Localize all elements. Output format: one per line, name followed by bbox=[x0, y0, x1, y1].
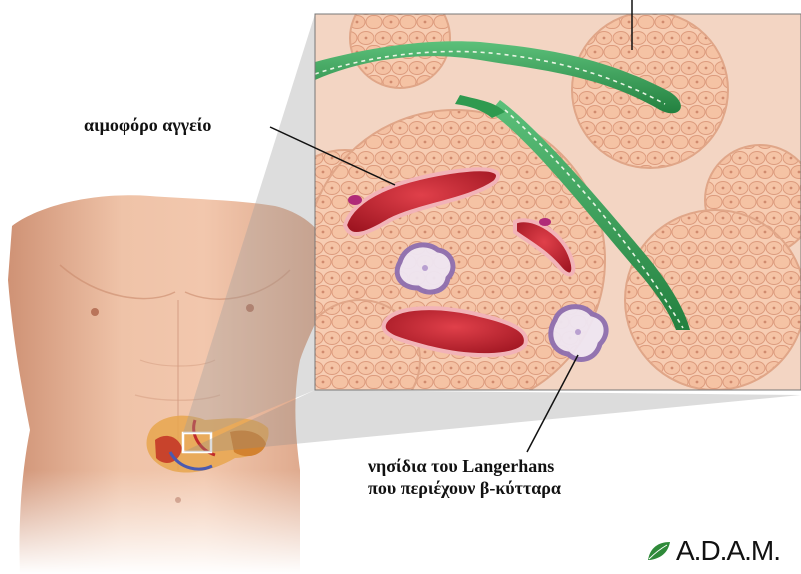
tissue-detail-panel bbox=[275, 0, 801, 420]
adam-logo: A.D.A.M. bbox=[646, 535, 780, 567]
blood-vessel-label: αιμοφόρο αγγείο bbox=[84, 114, 211, 136]
islets-label-line2: που περιέχουν β-κύτταρα bbox=[368, 477, 561, 499]
islets-label-line1: νησίδια του Langerhans bbox=[368, 455, 561, 477]
leaf-icon bbox=[646, 540, 672, 562]
logo-text: A.D.A.M. bbox=[676, 535, 780, 567]
islets-label: νησίδια του Langerhans που περιέχουν β-κ… bbox=[368, 455, 561, 499]
